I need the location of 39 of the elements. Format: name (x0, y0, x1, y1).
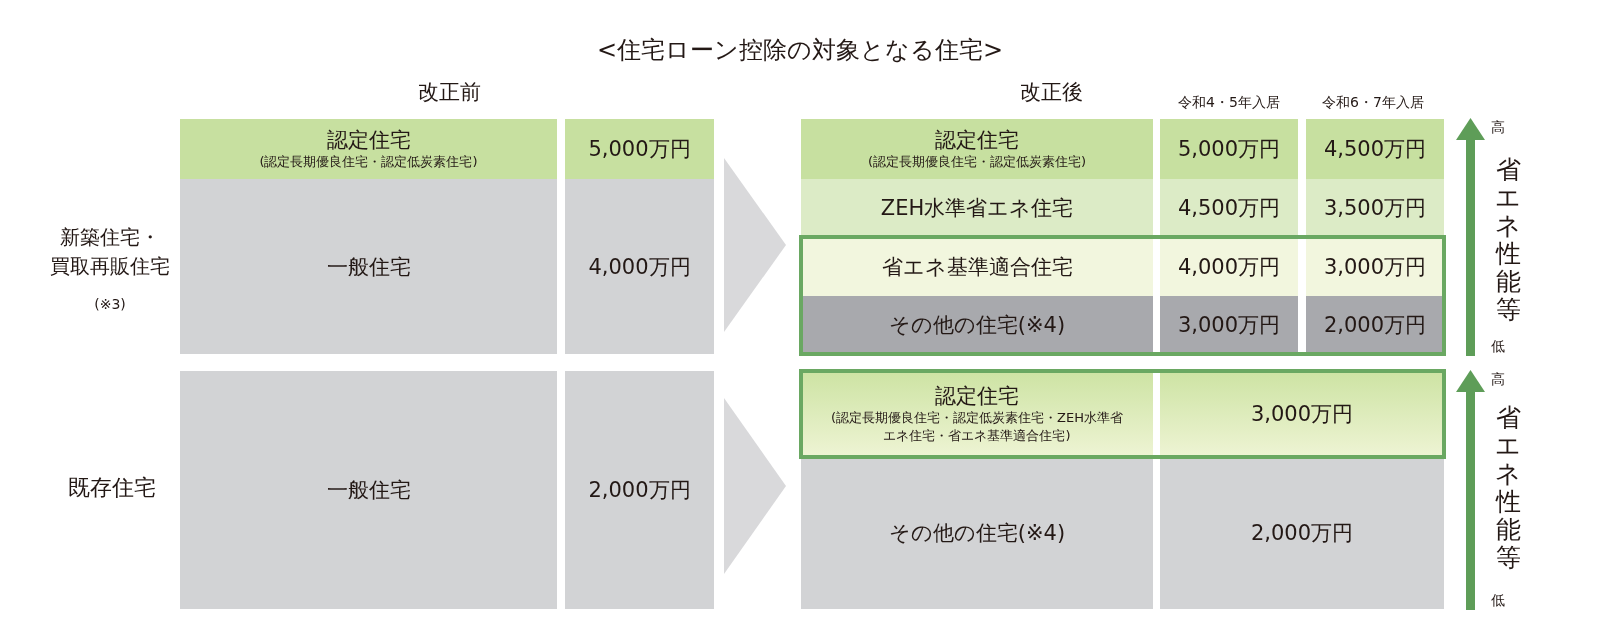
cell-heading: 認定住宅 (935, 383, 1019, 410)
table-cell: 4,000万円 (565, 179, 714, 354)
table-cell: 2,000万円 (565, 371, 714, 609)
cell-heading: 認定住宅 (935, 127, 1019, 153)
scale-label: 省エネ性能等 (1494, 156, 1522, 324)
table-cell: 3,500万円 (1306, 179, 1444, 237)
table-cell: 3,000万円 (1160, 296, 1298, 354)
row-heading: 新築住宅・買取再販住宅 (49, 224, 171, 280)
cell-note: (認定長期優良住宅・認定低炭素住宅・ZEH水準省エネ住宅・省エネ基準適合住宅) (830, 409, 1124, 445)
table-cell: ZEH水準省エネ住宅 (801, 179, 1153, 237)
table-cell: 5,000万円 (1160, 119, 1298, 179)
table-cell: 2,000万円 (1160, 457, 1444, 609)
title: <住宅ローン控除の対象となる住宅> (595, 35, 1005, 66)
table-cell: 省エネ基準適合住宅 (801, 237, 1153, 296)
column-heading: 令和6・7年入居 (1322, 94, 1424, 112)
column-heading: 改正後 (1019, 79, 1083, 106)
table-cell: 4,000万円 (1160, 237, 1298, 296)
table-cell: 一般住宅 (180, 371, 557, 609)
table-cell: 5,000万円 (565, 119, 714, 179)
table-cell: 4,500万円 (1306, 119, 1444, 179)
table-cell: 4,500万円 (1160, 179, 1298, 237)
table-cell: 2,000万円 (1306, 296, 1444, 354)
cell-heading: 認定住宅 (326, 127, 411, 153)
table-cell: 3,000万円 (1306, 237, 1444, 296)
table-cell: その他の住宅(※4) (801, 457, 1153, 609)
scale-label: 低 (1491, 592, 1505, 610)
row-note: (※3) (94, 296, 126, 312)
scale-label: 高 (1491, 371, 1505, 389)
cell-note: (認定長期優良住宅・認定低炭素住宅) (258, 152, 479, 171)
scale-label: 低 (1491, 338, 1505, 356)
table-cell: その他の住宅(※4) (801, 296, 1153, 354)
scale-label: 省エネ性能等 (1494, 404, 1522, 572)
table-cell: 一般住宅 (180, 179, 557, 354)
row-heading: 既存住宅 (68, 474, 156, 502)
column-heading: 令和4・5年入居 (1178, 94, 1280, 112)
table-cell: 3,000万円 (1160, 371, 1444, 457)
scale-label: 高 (1491, 119, 1505, 137)
cell-note: (認定長期優良住宅・認定低炭素住宅) (866, 152, 1088, 171)
column-heading: 改正前 (417, 79, 481, 106)
